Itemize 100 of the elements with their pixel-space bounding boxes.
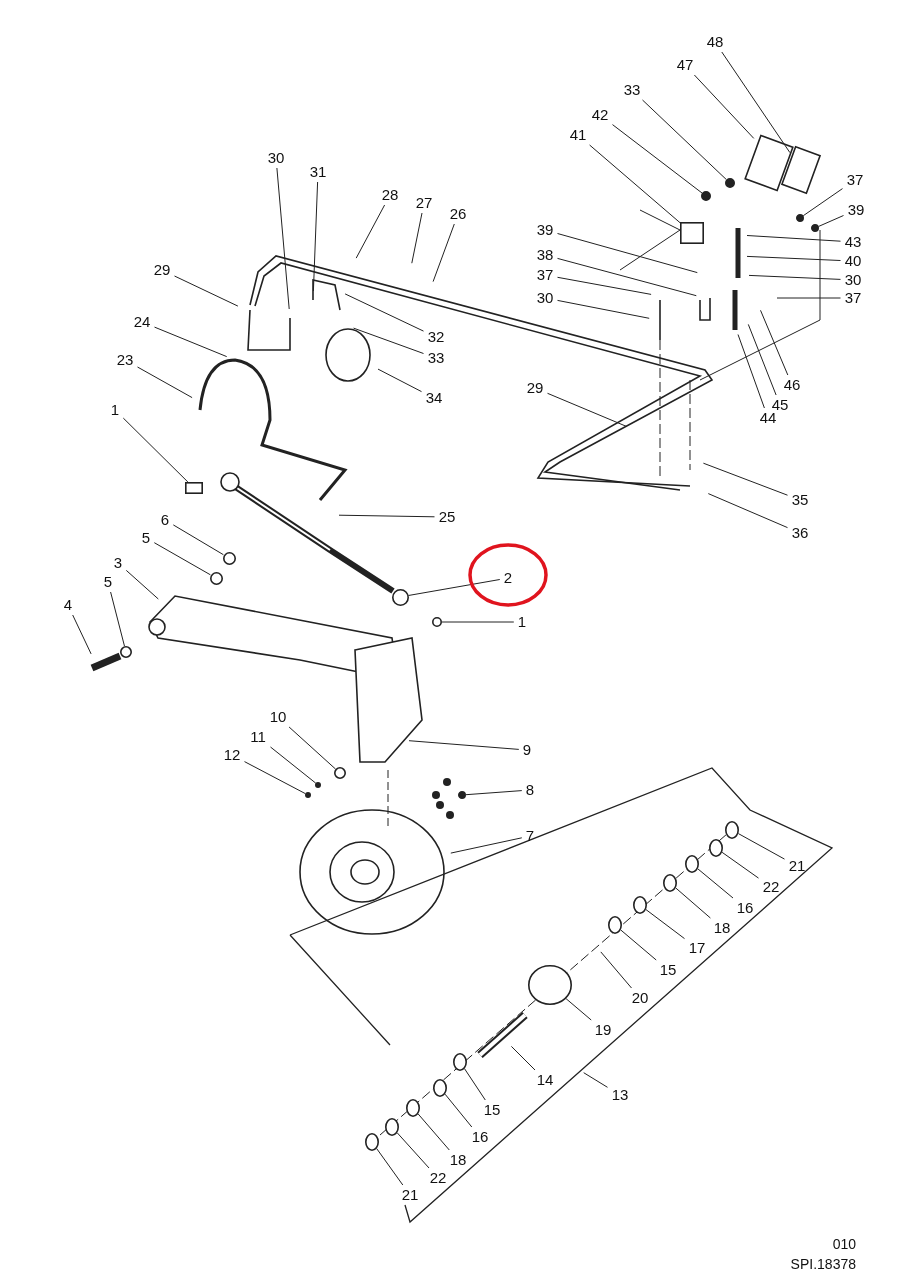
block-part [185, 482, 203, 494]
callout-number: 16 [734, 899, 756, 917]
round-part [453, 1053, 467, 1071]
leader-line [702, 462, 788, 496]
round-part [633, 896, 647, 914]
callout-number: 31 [307, 163, 329, 181]
leader-line [417, 1113, 450, 1151]
round-part [725, 821, 739, 839]
leader-line [737, 334, 765, 409]
callout-number: 41 [567, 126, 589, 144]
leader-line [441, 621, 515, 623]
callout-number: 29 [524, 379, 546, 397]
leader-line [737, 833, 785, 860]
callout-number: 35 [789, 491, 811, 509]
callout-number: 1 [515, 613, 529, 631]
callout-number: 7 [523, 827, 537, 845]
leader-line [818, 215, 844, 227]
leader-line [583, 1072, 608, 1088]
round-part [385, 1118, 399, 1136]
leader-line [444, 1093, 473, 1128]
round-part [209, 571, 223, 585]
callout-number: 13 [609, 1086, 631, 1104]
leader-line [547, 392, 628, 427]
callout-number: 14 [534, 1071, 556, 1089]
leader-line [110, 591, 125, 647]
leader-line [72, 614, 92, 655]
round-part [701, 191, 711, 201]
leader-line [154, 326, 228, 358]
round-part [365, 1133, 379, 1151]
callout-number: 33 [621, 81, 643, 99]
callout-number: 26 [447, 205, 469, 223]
leader-line [776, 297, 841, 299]
leader-line [153, 542, 211, 576]
leader-line [122, 417, 189, 483]
round-part [120, 646, 132, 658]
leader-line [244, 761, 306, 795]
callout-number: 34 [423, 389, 445, 407]
leader-line [432, 223, 455, 283]
callout-number: 16 [469, 1128, 491, 1146]
round-part [334, 767, 346, 779]
callout-number: 33 [425, 349, 447, 367]
callout-number: 24 [131, 313, 153, 331]
callout-number: 17 [686, 939, 708, 957]
sheet-number: 010 [832, 1236, 856, 1252]
leader-line [396, 1132, 430, 1169]
leader-line [760, 309, 789, 376]
round-part [725, 178, 735, 188]
drawing-number: SPI.18378 [790, 1256, 856, 1272]
callout-number: 5 [139, 529, 153, 547]
leader-line [620, 929, 657, 961]
callout-number: 2 [501, 569, 515, 587]
callout-number: 42 [589, 106, 611, 124]
callout-number: 15 [657, 961, 679, 979]
leader-line [450, 837, 523, 854]
round-part [315, 782, 321, 788]
callout-number: 27 [413, 194, 435, 212]
callout-number: 20 [629, 989, 651, 1007]
callout-number: 43 [842, 233, 864, 251]
leader-line [693, 74, 755, 139]
leader-line [747, 323, 777, 396]
leader-line [355, 204, 386, 259]
leader-line [408, 740, 520, 750]
callout-number: 23 [114, 351, 136, 369]
leader-line [557, 233, 698, 274]
callout-number: 11 [247, 728, 269, 746]
callout-number: 37 [844, 171, 866, 189]
leader-line [612, 124, 703, 194]
callout-number: 28 [379, 186, 401, 204]
round-part [406, 1099, 420, 1117]
callout-number: 22 [427, 1169, 449, 1187]
block-part [680, 222, 704, 244]
callout-number: 39 [845, 201, 867, 219]
callout-number: 21 [399, 1186, 421, 1204]
callout-number: 47 [674, 56, 696, 74]
round-part [608, 916, 622, 934]
round-part [458, 791, 466, 799]
round-part [663, 874, 677, 892]
callout-number: 29 [151, 261, 173, 279]
callout-number: 38 [534, 246, 556, 264]
callout-number: 37 [534, 266, 556, 284]
leader-line [802, 188, 843, 217]
callout-number: 4 [61, 596, 75, 614]
round-part [305, 792, 311, 798]
callout-number: 15 [481, 1101, 503, 1119]
leader-line [645, 909, 685, 940]
callout-number: 30 [842, 271, 864, 289]
leader-line [270, 746, 317, 784]
leader-line [746, 235, 841, 242]
callout-number: 10 [267, 708, 289, 726]
leader-line [344, 293, 424, 332]
callout-number: 22 [760, 878, 782, 896]
round-part [709, 839, 723, 857]
leader-line [565, 998, 592, 1021]
round-part [222, 551, 236, 565]
leader-line [411, 212, 423, 264]
leader-line [697, 868, 734, 899]
leader-line [721, 851, 759, 879]
callout-number: 18 [447, 1151, 469, 1169]
callout-number: 39 [534, 221, 556, 239]
round-part [796, 214, 804, 222]
